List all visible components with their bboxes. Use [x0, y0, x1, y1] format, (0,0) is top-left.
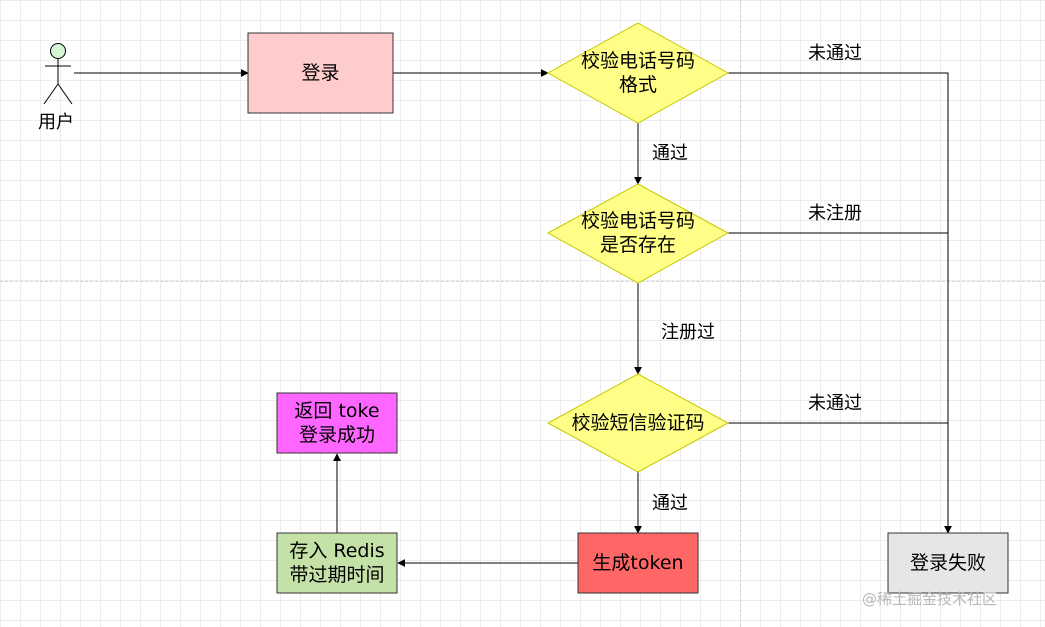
check-exists-label: 校验电话号码 是否存在 — [580, 210, 695, 256]
login-box — [247, 32, 394, 114]
edge-label-registered: 注册过 — [661, 322, 715, 343]
store-redis-label: 存入 Redis 带过期时间 — [289, 540, 385, 586]
check-format-diamond — [546, 22, 730, 124]
watermark: @稀土掘金技术社区 — [862, 590, 998, 608]
gen-token-box — [577, 532, 699, 594]
return-token-label: 返回 toke 登录成功 — [294, 400, 380, 446]
actor-label: 用户 — [38, 112, 74, 133]
edge-label-format-pass: 通过 — [652, 143, 688, 164]
edge-label-sms-fail: 未通过 — [808, 393, 862, 414]
check-exists-diamond — [546, 183, 730, 284]
check-format-label: 校验电话号码 格式 — [580, 50, 695, 96]
guide-line-horizontal — [0, 281, 1045, 282]
edge-label-format-fail: 未通过 — [808, 43, 862, 64]
login-label: 登录 — [301, 62, 340, 84]
guide-line-vertical — [740, 0, 741, 627]
login-fail-box — [887, 532, 1009, 594]
edge-label-not-registered: 未注册 — [808, 203, 862, 224]
check-sms-diamond — [546, 373, 730, 473]
edge-label-sms-pass: 通过 — [652, 493, 688, 514]
check-sms-label: 校验短信验证码 — [571, 412, 705, 434]
connectors — [74, 69, 952, 567]
return-token-box — [276, 392, 398, 454]
gen-token-label: 生成token — [592, 552, 684, 574]
edge-format-fail — [728, 72, 952, 534]
actor-head — [50, 43, 66, 59]
login-fail-label: 登录失败 — [909, 552, 986, 574]
user-actor-icon — [43, 43, 73, 105]
store-redis-box — [276, 532, 398, 594]
